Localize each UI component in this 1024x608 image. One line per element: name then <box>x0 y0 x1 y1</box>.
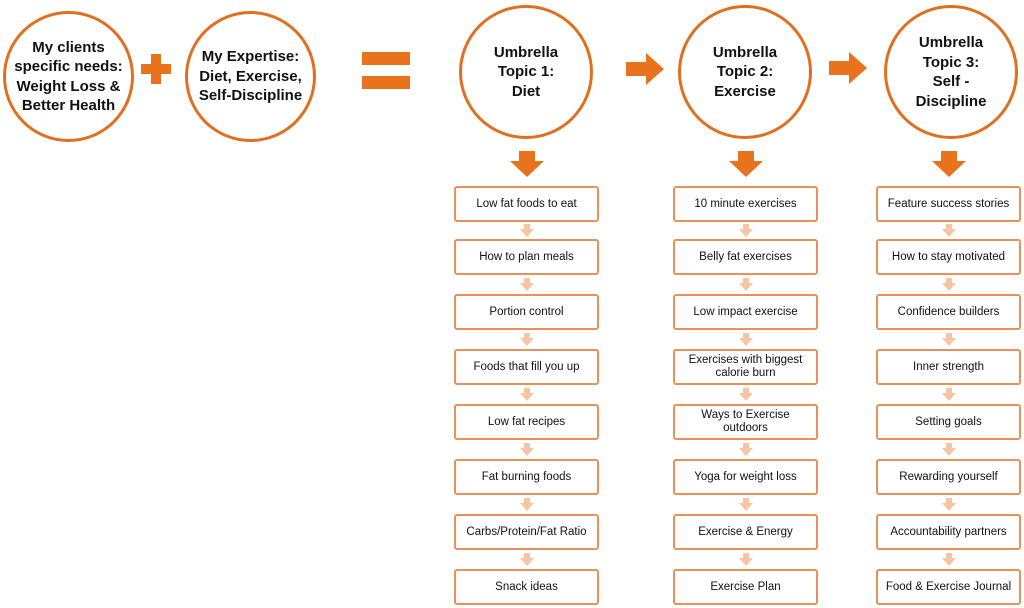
small-arrow-down-icon <box>520 224 534 237</box>
client-needs-text: My clients specific needs: Weight Loss &… <box>14 38 123 115</box>
small-arrow-down-icon <box>520 498 534 511</box>
topic-3-item: How to stay motivated <box>876 239 1021 275</box>
topic-3-item: Setting goals <box>876 404 1021 440</box>
topic-2-item: Ways to Exercise outdoors <box>673 404 818 440</box>
small-arrow-down-icon <box>942 333 956 346</box>
topic-1-item: Carbs/Protein/Fat Ratio <box>454 514 599 550</box>
expertise-text: My Expertise: Diet, Exercise, Self-Disci… <box>198 48 303 105</box>
small-arrow-down-icon <box>739 278 753 291</box>
topic-3-circle: Umbrella Topic 3: Self - Discipline <box>884 5 1018 139</box>
small-arrow-down-icon <box>942 553 956 566</box>
small-arrow-down-icon <box>520 333 534 346</box>
topic-1-item: Snack ideas <box>454 569 599 605</box>
topic-1-item: Foods that fill you up <box>454 349 599 385</box>
small-arrow-down-icon <box>942 443 956 456</box>
client-needs-circle: My clients specific needs: Weight Loss &… <box>3 11 134 142</box>
small-arrow-down-icon <box>942 388 956 401</box>
topic-3-item: Rewarding yourself <box>876 459 1021 495</box>
topic-1-item: Portion control <box>454 294 599 330</box>
topic-2-item: Low impact exercise <box>673 294 818 330</box>
topic-3-item: Accountability partners <box>876 514 1021 550</box>
topic-3-title: Umbrella Topic 3: Self - Discipline <box>915 34 987 110</box>
topic-2-circle: Umbrella Topic 2: Exercise <box>678 5 812 139</box>
topic-3-item: Food & Exercise Journal <box>876 569 1021 605</box>
expertise-circle: My Expertise: Diet, Exercise, Self-Disci… <box>185 11 316 142</box>
small-arrow-down-icon <box>942 224 956 237</box>
topic-1-title: Umbrella Topic 1: Diet <box>493 43 559 100</box>
topic-2-item: Exercise & Energy <box>673 514 818 550</box>
topic-1-item: How to plan meals <box>454 239 599 275</box>
topic-3-item: Inner strength <box>876 349 1021 385</box>
small-arrow-down-icon <box>739 498 753 511</box>
topic-1-item: Fat burning foods <box>454 459 599 495</box>
plus-icon <box>141 54 171 84</box>
topic-3-item: Confidence builders <box>876 294 1021 330</box>
topic-2-item: Exercises with biggest calorie burn <box>673 349 818 385</box>
topic-2-title: Umbrella Topic 2: Exercise <box>712 43 778 100</box>
topic-1-item: Low fat foods to eat <box>454 186 599 222</box>
small-arrow-down-icon <box>942 278 956 291</box>
small-arrow-down-icon <box>739 224 753 237</box>
small-arrow-down-icon <box>520 278 534 291</box>
small-arrow-down-icon <box>520 553 534 566</box>
arrow-down-icon <box>510 151 544 177</box>
equals-icon <box>362 52 410 90</box>
small-arrow-down-icon <box>739 443 753 456</box>
topic-2-item: 10 minute exercises <box>673 186 818 222</box>
small-arrow-down-icon <box>739 388 753 401</box>
topic-1-circle: Umbrella Topic 1: Diet <box>459 5 593 139</box>
small-arrow-down-icon <box>520 388 534 401</box>
arrow-right-icon <box>626 53 664 85</box>
topic-2-item: Exercise Plan <box>673 569 818 605</box>
small-arrow-down-icon <box>942 498 956 511</box>
topic-2-item: Yoga for weight loss <box>673 459 818 495</box>
small-arrow-down-icon <box>520 443 534 456</box>
arrow-right-icon <box>829 52 867 84</box>
small-arrow-down-icon <box>739 333 753 346</box>
topic-2-item: Belly fat exercises <box>673 239 818 275</box>
arrow-down-icon <box>729 151 763 177</box>
arrow-down-icon <box>932 151 966 177</box>
topic-3-item: Feature success stories <box>876 186 1021 222</box>
topic-1-item: Low fat recipes <box>454 404 599 440</box>
small-arrow-down-icon <box>739 553 753 566</box>
